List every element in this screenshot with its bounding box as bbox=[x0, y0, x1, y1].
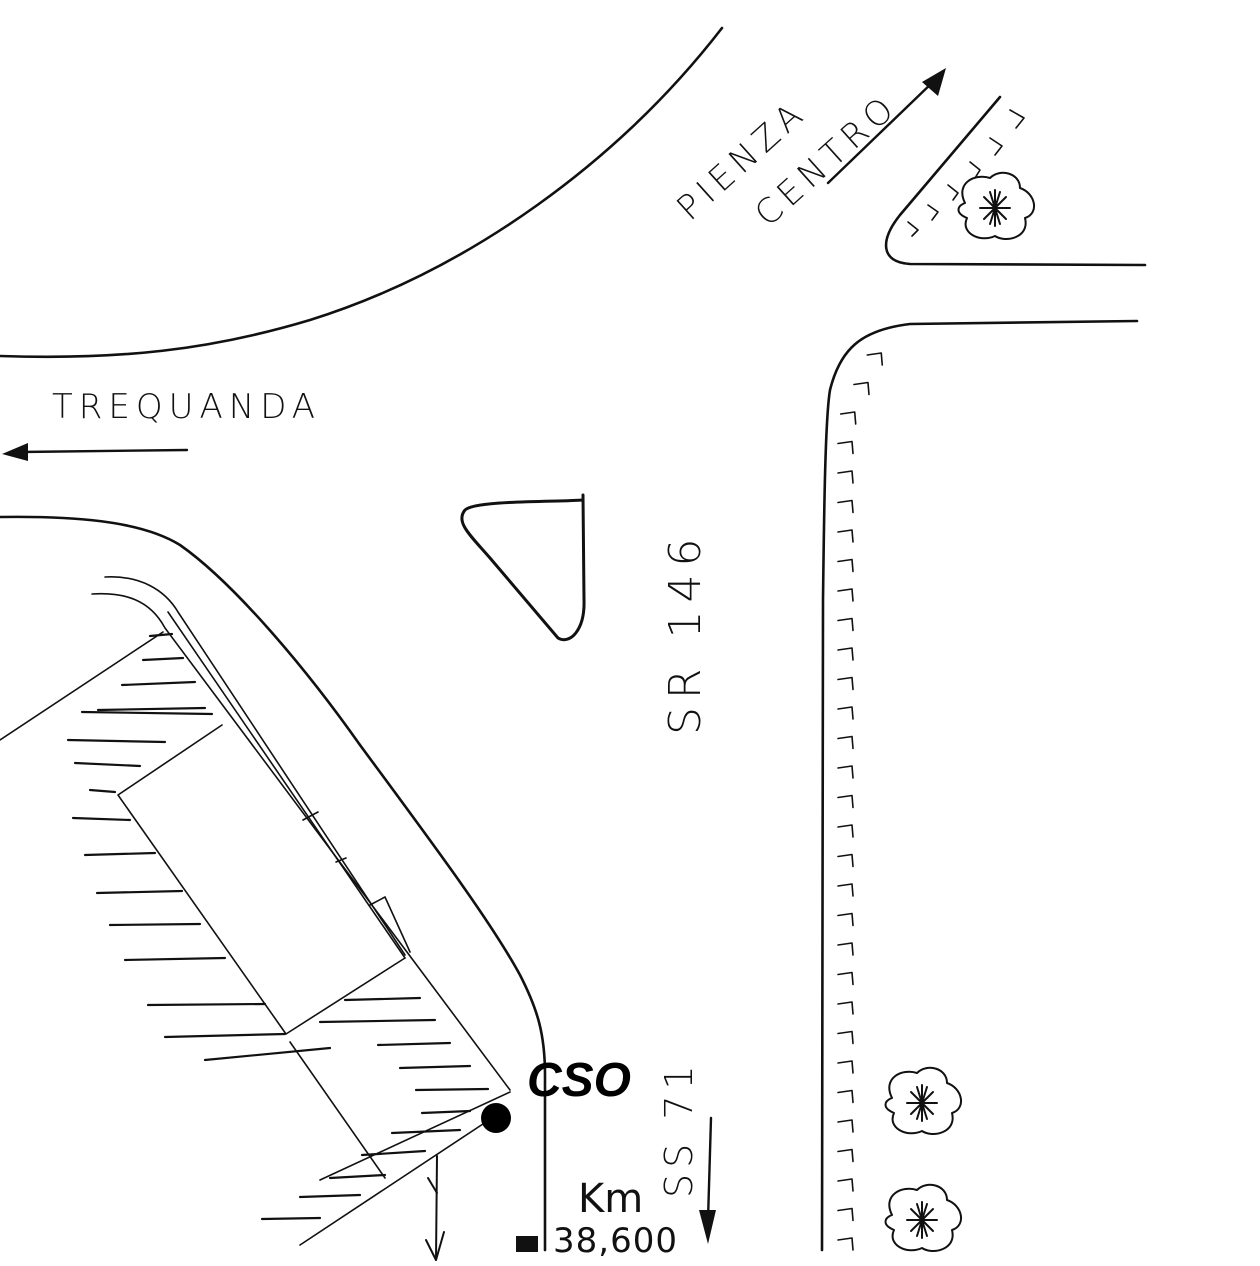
label-ss71: SS 71 bbox=[657, 1059, 701, 1198]
sidewalk-outer bbox=[104, 576, 406, 956]
traffic-island bbox=[460, 493, 586, 642]
road-edge-east-top bbox=[884, 95, 1147, 267]
curb-markings bbox=[837, 352, 884, 1251]
curb-tick bbox=[866, 352, 884, 366]
curb-tick bbox=[837, 824, 854, 838]
shrub-icon bbox=[884, 1066, 962, 1135]
arrow-up-right-icon bbox=[826, 68, 946, 185]
curb-tick bbox=[837, 883, 854, 897]
road-edges bbox=[0, 26, 1147, 1252]
km-marker-icon bbox=[516, 1236, 538, 1252]
curb-tick bbox=[837, 1178, 854, 1192]
curb-tick bbox=[837, 676, 854, 691]
label-km: Km bbox=[578, 1176, 643, 1222]
curb-tick bbox=[837, 1030, 854, 1045]
building-block bbox=[0, 576, 511, 1246]
curb-tick bbox=[837, 794, 854, 809]
island-curb-marks bbox=[907, 109, 1025, 237]
hatched-area bbox=[66, 632, 490, 1221]
location-dot-icon bbox=[481, 1103, 511, 1133]
curb-tick bbox=[837, 1207, 854, 1222]
shrub-icon bbox=[957, 171, 1035, 240]
curb-tick bbox=[837, 765, 854, 779]
curb-tick bbox=[837, 942, 854, 956]
arrow-down-icon bbox=[425, 1155, 445, 1261]
curb-tick bbox=[837, 617, 854, 632]
road-edge-north-curve bbox=[0, 26, 724, 359]
shrub-icon bbox=[884, 1183, 962, 1252]
arrow-down-icon bbox=[699, 1116, 716, 1244]
label-trequanda: TREQUANDA bbox=[52, 387, 321, 427]
label-km-value: 38,600 bbox=[553, 1221, 678, 1261]
curb-tick bbox=[837, 912, 854, 927]
label-cso: CSO bbox=[527, 1054, 631, 1107]
curb-tick bbox=[837, 499, 854, 514]
road-edge-west-lower bbox=[0, 515, 547, 1252]
curb-tick bbox=[837, 647, 854, 661]
curb-tick bbox=[837, 558, 854, 573]
curb-tick bbox=[837, 1089, 854, 1104]
curb-tick bbox=[837, 588, 854, 602]
label-sr146: SR 146 bbox=[660, 531, 711, 735]
curb-tick bbox=[837, 1119, 854, 1133]
curb-tick bbox=[837, 1148, 854, 1163]
curb-tick bbox=[837, 1060, 854, 1074]
curb-tick bbox=[837, 470, 854, 484]
sidewalk-inner bbox=[91, 592, 511, 1091]
building-outline bbox=[117, 724, 406, 1035]
curb-tick bbox=[837, 735, 854, 750]
curb-tick bbox=[853, 381, 870, 396]
arrow-left-icon bbox=[2, 443, 189, 461]
curb-tick bbox=[837, 853, 854, 868]
curb-tick bbox=[839, 411, 857, 425]
curb-tick bbox=[837, 971, 854, 986]
curb-tick bbox=[837, 1001, 854, 1015]
curb-tick bbox=[837, 706, 854, 720]
curb-tick bbox=[837, 1237, 854, 1251]
curb-tick bbox=[837, 529, 854, 543]
curb-tick bbox=[837, 440, 854, 455]
road-edge-east-vertical bbox=[820, 319, 1139, 1252]
